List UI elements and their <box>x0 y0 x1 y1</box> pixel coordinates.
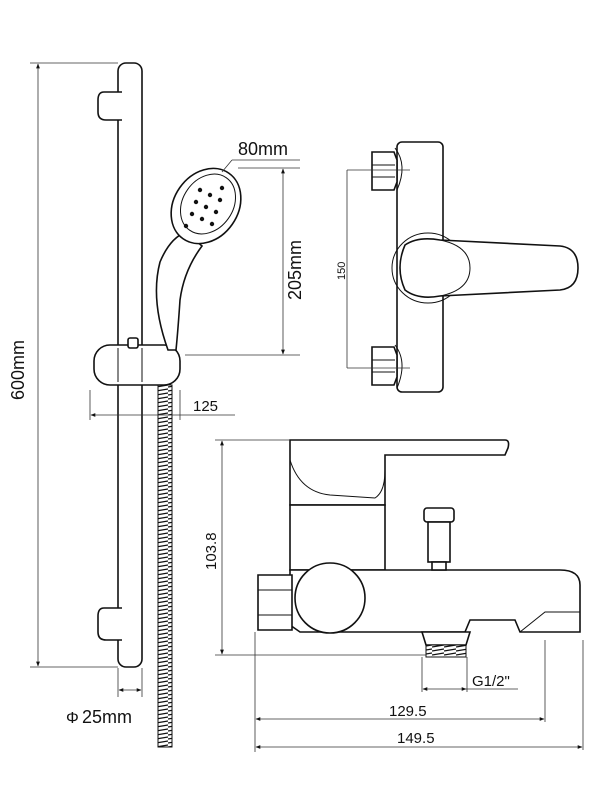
dimension-spout-reach: 129.5 <box>254 632 546 752</box>
label-rail-diameter: 25mm <box>82 707 132 727</box>
rail-slider <box>93 337 181 386</box>
label-spout-reach: 129.5 <box>389 703 427 720</box>
dimension-rail-height: 600mm <box>8 62 118 668</box>
label-slider-offset: 125 <box>193 398 218 415</box>
label-inlet-spacing: 150 <box>336 262 348 280</box>
label-handset-length: 205mm <box>285 240 305 300</box>
mixer-top-view <box>371 141 579 393</box>
mixer-side-view <box>257 439 581 658</box>
hand-shower <box>155 167 242 351</box>
diameter-symbol: Φ <box>66 710 79 727</box>
dimension-overall-length: 149.5 <box>255 640 584 750</box>
label-thread: G1/2" <box>472 673 510 690</box>
shower-hose <box>157 384 173 748</box>
dimension-handset-length: 205mm <box>185 167 305 356</box>
dimension-mixer-height: 103.8 <box>203 439 426 656</box>
dimension-rail-diameter: Φ 25mm <box>66 668 143 727</box>
dimension-slider-offset: 125 <box>89 390 235 420</box>
dimension-head-diameter: 80mm <box>221 139 300 173</box>
label-head-diameter: 80mm <box>238 139 288 159</box>
label-rail-height: 600mm <box>8 340 28 400</box>
label-mixer-height: 103.8 <box>203 532 220 570</box>
label-overall-length: 149.5 <box>397 730 435 747</box>
dimension-thread: G1/2" <box>421 657 518 692</box>
dimension-inlet-spacing: 150 <box>336 169 410 369</box>
